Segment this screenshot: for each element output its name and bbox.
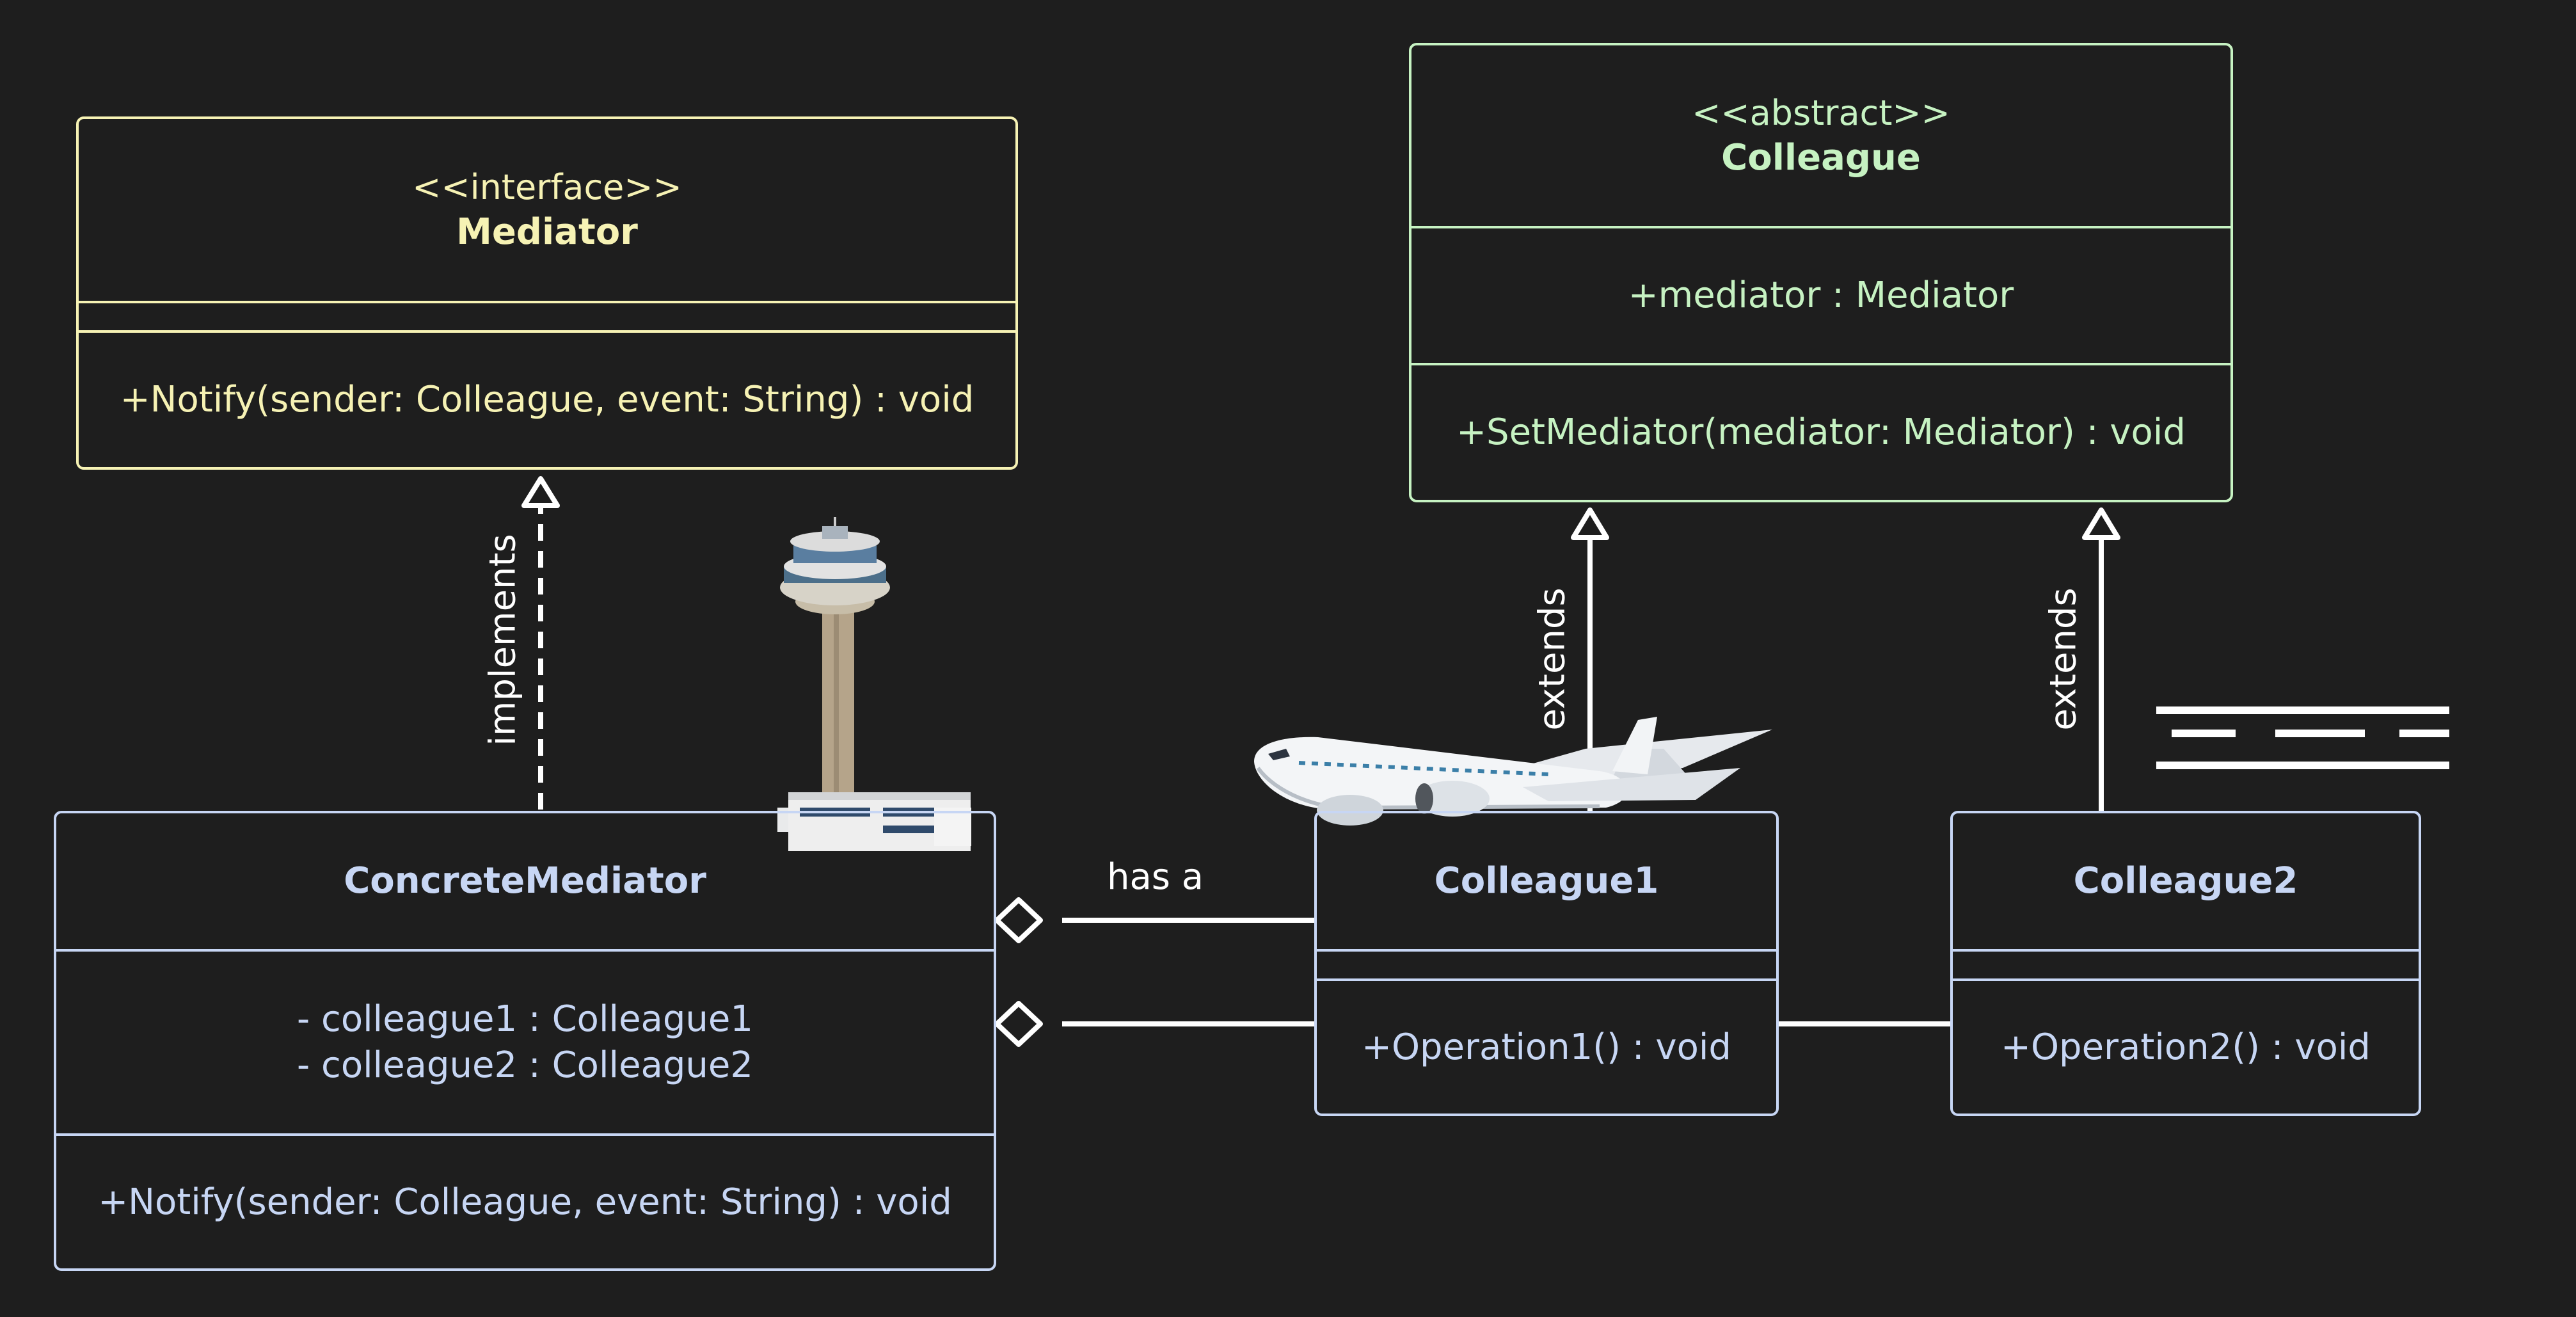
- colleague1-class-name: Colleague1: [1434, 860, 1659, 902]
- mediator-divider-1: [79, 301, 1015, 303]
- mediator-methods: +Notify(sender: Colleague, event: String…: [79, 333, 1015, 467]
- colleague2-divider-1: [1953, 949, 2419, 952]
- airplane-icon: [1254, 717, 1772, 826]
- colleague1-divider-2: [1317, 978, 1776, 981]
- colleague1-class: Colleague1 +Operation1() : void: [1314, 811, 1779, 1116]
- colleague1-divider-1: [1317, 949, 1776, 952]
- colleague2-header: Colleague2: [1953, 813, 2419, 949]
- colleague2-methods: +Operation2() : void: [1953, 981, 2419, 1113]
- concrete-mediator-class-name: ConcreteMediator: [344, 860, 706, 902]
- concrete-mediator-divider-2: [56, 1133, 994, 1136]
- mediator-interface-class: <<interface>> Mediator +Notify(sender: C…: [76, 116, 1018, 470]
- extends-arrow-2: [2082, 507, 2120, 813]
- runway-icon: [2156, 706, 2449, 769]
- operation2-method: +Operation2() : void: [2001, 1026, 2371, 1068]
- colleague-mediator-field: +mediator : Mediator: [1628, 275, 2014, 316]
- interface-stereotype: <<interface>>: [412, 167, 682, 207]
- concrete-notify-method: +Notify(sender: Colleague, event: String…: [98, 1181, 952, 1223]
- mediator-class-name: Mediator: [456, 211, 638, 253]
- colleague1-header: Colleague1: [1317, 813, 1776, 949]
- colleague2-divider-2: [1953, 978, 2419, 981]
- colleague-class-name: Colleague: [1721, 137, 1921, 179]
- colleague1-methods: +Operation1() : void: [1317, 981, 1776, 1113]
- colleague2-field: - colleague2 : Colleague2: [297, 1044, 753, 1086]
- control-tower-icon: [777, 517, 971, 851]
- colleague-fields: +mediator : Mediator: [1411, 228, 2230, 363]
- concrete-mediator-class: ConcreteMediator - colleague1 : Colleagu…: [54, 811, 996, 1271]
- has-a-label: has a: [1107, 856, 1204, 898]
- concrete-mediator-divider-1: [56, 949, 994, 952]
- concrete-mediator-fields: - colleague1 : Colleague1 - colleague2 :…: [56, 952, 994, 1133]
- mediator-divider-2: [79, 330, 1015, 333]
- aggregation-colleague1: [994, 897, 1314, 943]
- extends-label-2: extends: [2042, 587, 2085, 731]
- colleague1-field: - colleague1 : Colleague1: [297, 998, 753, 1040]
- colleague-setmediator-method: +SetMediator(mediator: Mediator) : void: [1456, 411, 2186, 453]
- concrete-mediator-header: ConcreteMediator: [56, 813, 994, 949]
- colleague-divider-1: [1411, 226, 2230, 228]
- colleague-header: <<abstract>> Colleague: [1411, 45, 2230, 226]
- mediator-notify-method: +Notify(sender: Colleague, event: String…: [120, 379, 974, 420]
- abstract-stereotype: <<abstract>>: [1692, 93, 1950, 133]
- colleague-methods: +SetMediator(mediator: Mediator) : void: [1411, 365, 2230, 500]
- colleague2-class: Colleague2 +Operation2() : void: [1950, 811, 2421, 1116]
- colleague-abstract-class: <<abstract>> Colleague +mediator : Media…: [1409, 43, 2233, 502]
- colleague-divider-2: [1411, 363, 2230, 365]
- mediator-header: <<interface>> Mediator: [79, 119, 1015, 301]
- aggregation-colleague2: [994, 1001, 1314, 1047]
- extends-label-1: extends: [1531, 587, 1573, 731]
- implements-label: implements: [482, 534, 524, 746]
- colleague2-class-name: Colleague2: [2073, 860, 2298, 902]
- concrete-mediator-methods: +Notify(sender: Colleague, event: String…: [56, 1136, 994, 1268]
- implements-arrow: [521, 476, 560, 810]
- operation1-method: +Operation1() : void: [1362, 1026, 1731, 1068]
